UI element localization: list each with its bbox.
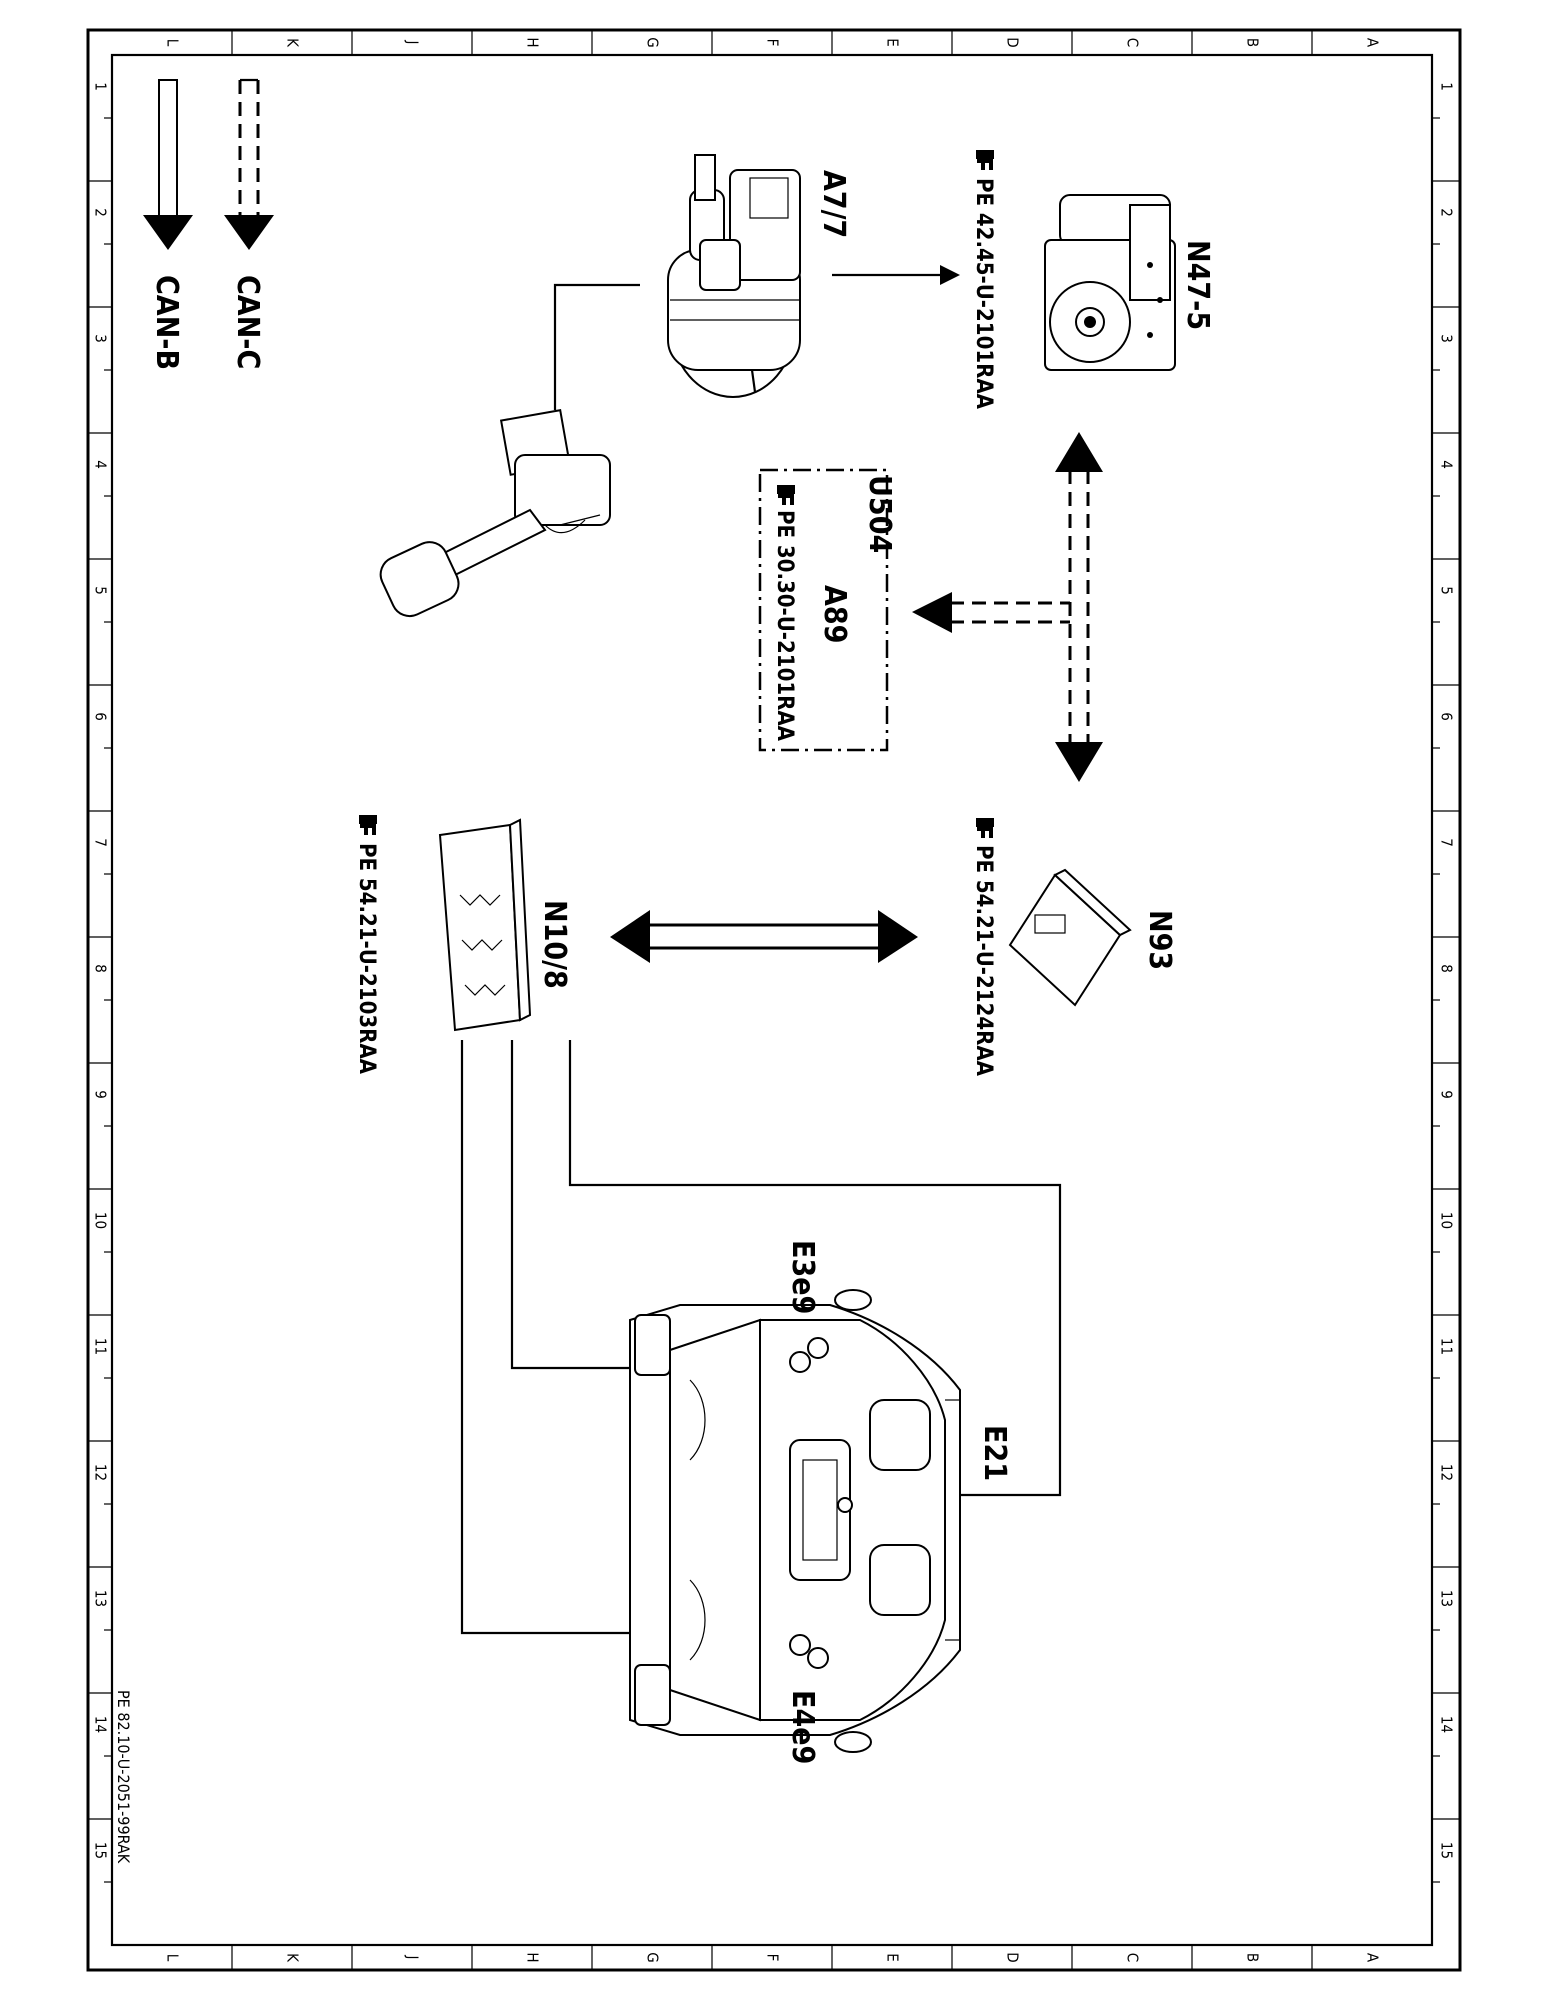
pointing-hand-icon xyxy=(976,150,994,170)
grid-column-label: 10 xyxy=(92,1212,110,1229)
can-b-legend-arrow xyxy=(143,79,193,250)
vehicle-rear-illustration xyxy=(629,1289,961,1753)
legend: CAN-C CAN-B xyxy=(143,78,274,370)
grid-row-label: K xyxy=(284,1953,302,1963)
grid-column-label: 3 xyxy=(92,334,110,343)
legend-can-c: CAN-C xyxy=(230,275,265,369)
grid-row-label: A xyxy=(1364,38,1382,48)
grid-column-label: 6 xyxy=(1438,712,1456,721)
grid-column-label: 14 xyxy=(92,1716,110,1733)
grid-column-label: 8 xyxy=(92,964,110,973)
ref-a89: PE 30.30-U-2101RAA xyxy=(772,510,797,742)
label-n47-5: N47-5 xyxy=(1180,240,1215,330)
grid-column-label: 11 xyxy=(92,1338,110,1355)
grid-column-label: 1 xyxy=(1438,82,1456,91)
grid-column-label: 12 xyxy=(92,1464,110,1481)
grid-column-label: 1 xyxy=(92,82,110,91)
grid-row-label: L xyxy=(164,1954,182,1962)
grid-column-label: 14 xyxy=(1438,1716,1456,1733)
pointing-hand-icon xyxy=(777,485,795,505)
label-e21: E21 xyxy=(977,1425,1012,1481)
grid-row-label: E xyxy=(884,38,902,47)
ref-n93: PE 54.21-U-2124RAA xyxy=(971,845,996,1077)
grid-ticks xyxy=(88,30,1460,1970)
grid-column-label: 8 xyxy=(1438,964,1456,973)
grid-row-label: G xyxy=(644,37,662,47)
can-c-legend-arrow xyxy=(224,78,274,250)
grid-row-label: H xyxy=(524,1952,542,1962)
grid-column-label: 4 xyxy=(92,460,110,469)
grid-column-label: 15 xyxy=(1438,1842,1456,1859)
footer-doc-id: PE 82.10-U-2051-99RAK xyxy=(114,1690,133,1864)
label-a89: A89 xyxy=(817,585,852,643)
wire-to-e21 xyxy=(568,1040,1062,1497)
grid-row-label: C xyxy=(1124,38,1142,47)
grid-row-label: C xyxy=(1124,1953,1142,1962)
label-a7-7: A7/7 xyxy=(816,170,851,238)
grid-row-label: B xyxy=(1244,38,1262,47)
u504-a89-box xyxy=(758,468,889,752)
can-c-bus-arrow xyxy=(912,432,1103,782)
pointing-hand-icon xyxy=(976,818,994,838)
label-n10-8: N10/8 xyxy=(537,900,572,989)
grid-row-label: H xyxy=(524,37,542,47)
grid-column-label: 2 xyxy=(92,208,110,217)
grid-row-label: G xyxy=(644,1952,662,1962)
can-b-bus-arrow xyxy=(610,910,918,963)
grid-column-label: 5 xyxy=(92,586,110,595)
grid-row-label: J xyxy=(404,40,422,45)
grid-column-label: 11 xyxy=(1438,1338,1456,1355)
label-e3e9: E3e9 xyxy=(785,1240,820,1314)
grid-column-label: 13 xyxy=(92,1590,110,1607)
brake-pedal-illustration xyxy=(379,409,611,618)
n10-8-module-illustration xyxy=(438,818,532,1032)
ref-n47-5: PE 42.45-U-2101RAA xyxy=(971,178,996,410)
outer-frame xyxy=(86,28,1462,1972)
label-u504: U504 xyxy=(862,475,897,553)
grid-column-label: 5 xyxy=(1438,586,1456,595)
grid-row-label: B xyxy=(1244,1953,1262,1962)
grid-column-label: 13 xyxy=(1438,1590,1456,1607)
grid-column-label: 2 xyxy=(1438,208,1456,217)
a7-7-arrow-head xyxy=(940,265,960,285)
grid-row-label: F xyxy=(764,39,782,47)
grid-column-label: 9 xyxy=(1438,1090,1456,1099)
grid-column-label: 15 xyxy=(92,1842,110,1859)
grid-row-label: D xyxy=(1004,1952,1022,1962)
grid-column-label: 7 xyxy=(1438,838,1456,847)
grid-column-label: 9 xyxy=(92,1090,110,1099)
ref-n10-8: PE 54.21-U-2103RAA xyxy=(354,843,379,1075)
grid-row-label: L xyxy=(164,39,182,47)
grid-column-label: 3 xyxy=(1438,334,1456,343)
grid-column-label: 12 xyxy=(1438,1464,1456,1481)
grid-column-label: 6 xyxy=(92,712,110,721)
grid-row-label: A xyxy=(1364,1953,1382,1963)
brake-booster-illustration xyxy=(667,154,801,398)
esp-unit-illustration xyxy=(1044,194,1176,371)
grid-row-label: K xyxy=(284,38,302,48)
label-e4e9: E4e9 xyxy=(785,1690,820,1764)
booster-to-pedal-line xyxy=(553,283,640,410)
grid-column-label: 10 xyxy=(1438,1212,1456,1229)
grid-row-label: D xyxy=(1004,37,1022,47)
n93-module-illustration xyxy=(1008,868,1132,1007)
grid-column-label: 7 xyxy=(92,838,110,847)
label-n93: N93 xyxy=(1142,910,1177,970)
grid-row-label: F xyxy=(764,1954,782,1962)
pointing-hand-icon xyxy=(359,815,377,835)
grid-row-label: J xyxy=(404,1955,422,1960)
legend-can-b: CAN-B xyxy=(149,275,184,370)
grid-row-label: E xyxy=(884,1953,902,1962)
grid-column-label: 4 xyxy=(1438,460,1456,469)
